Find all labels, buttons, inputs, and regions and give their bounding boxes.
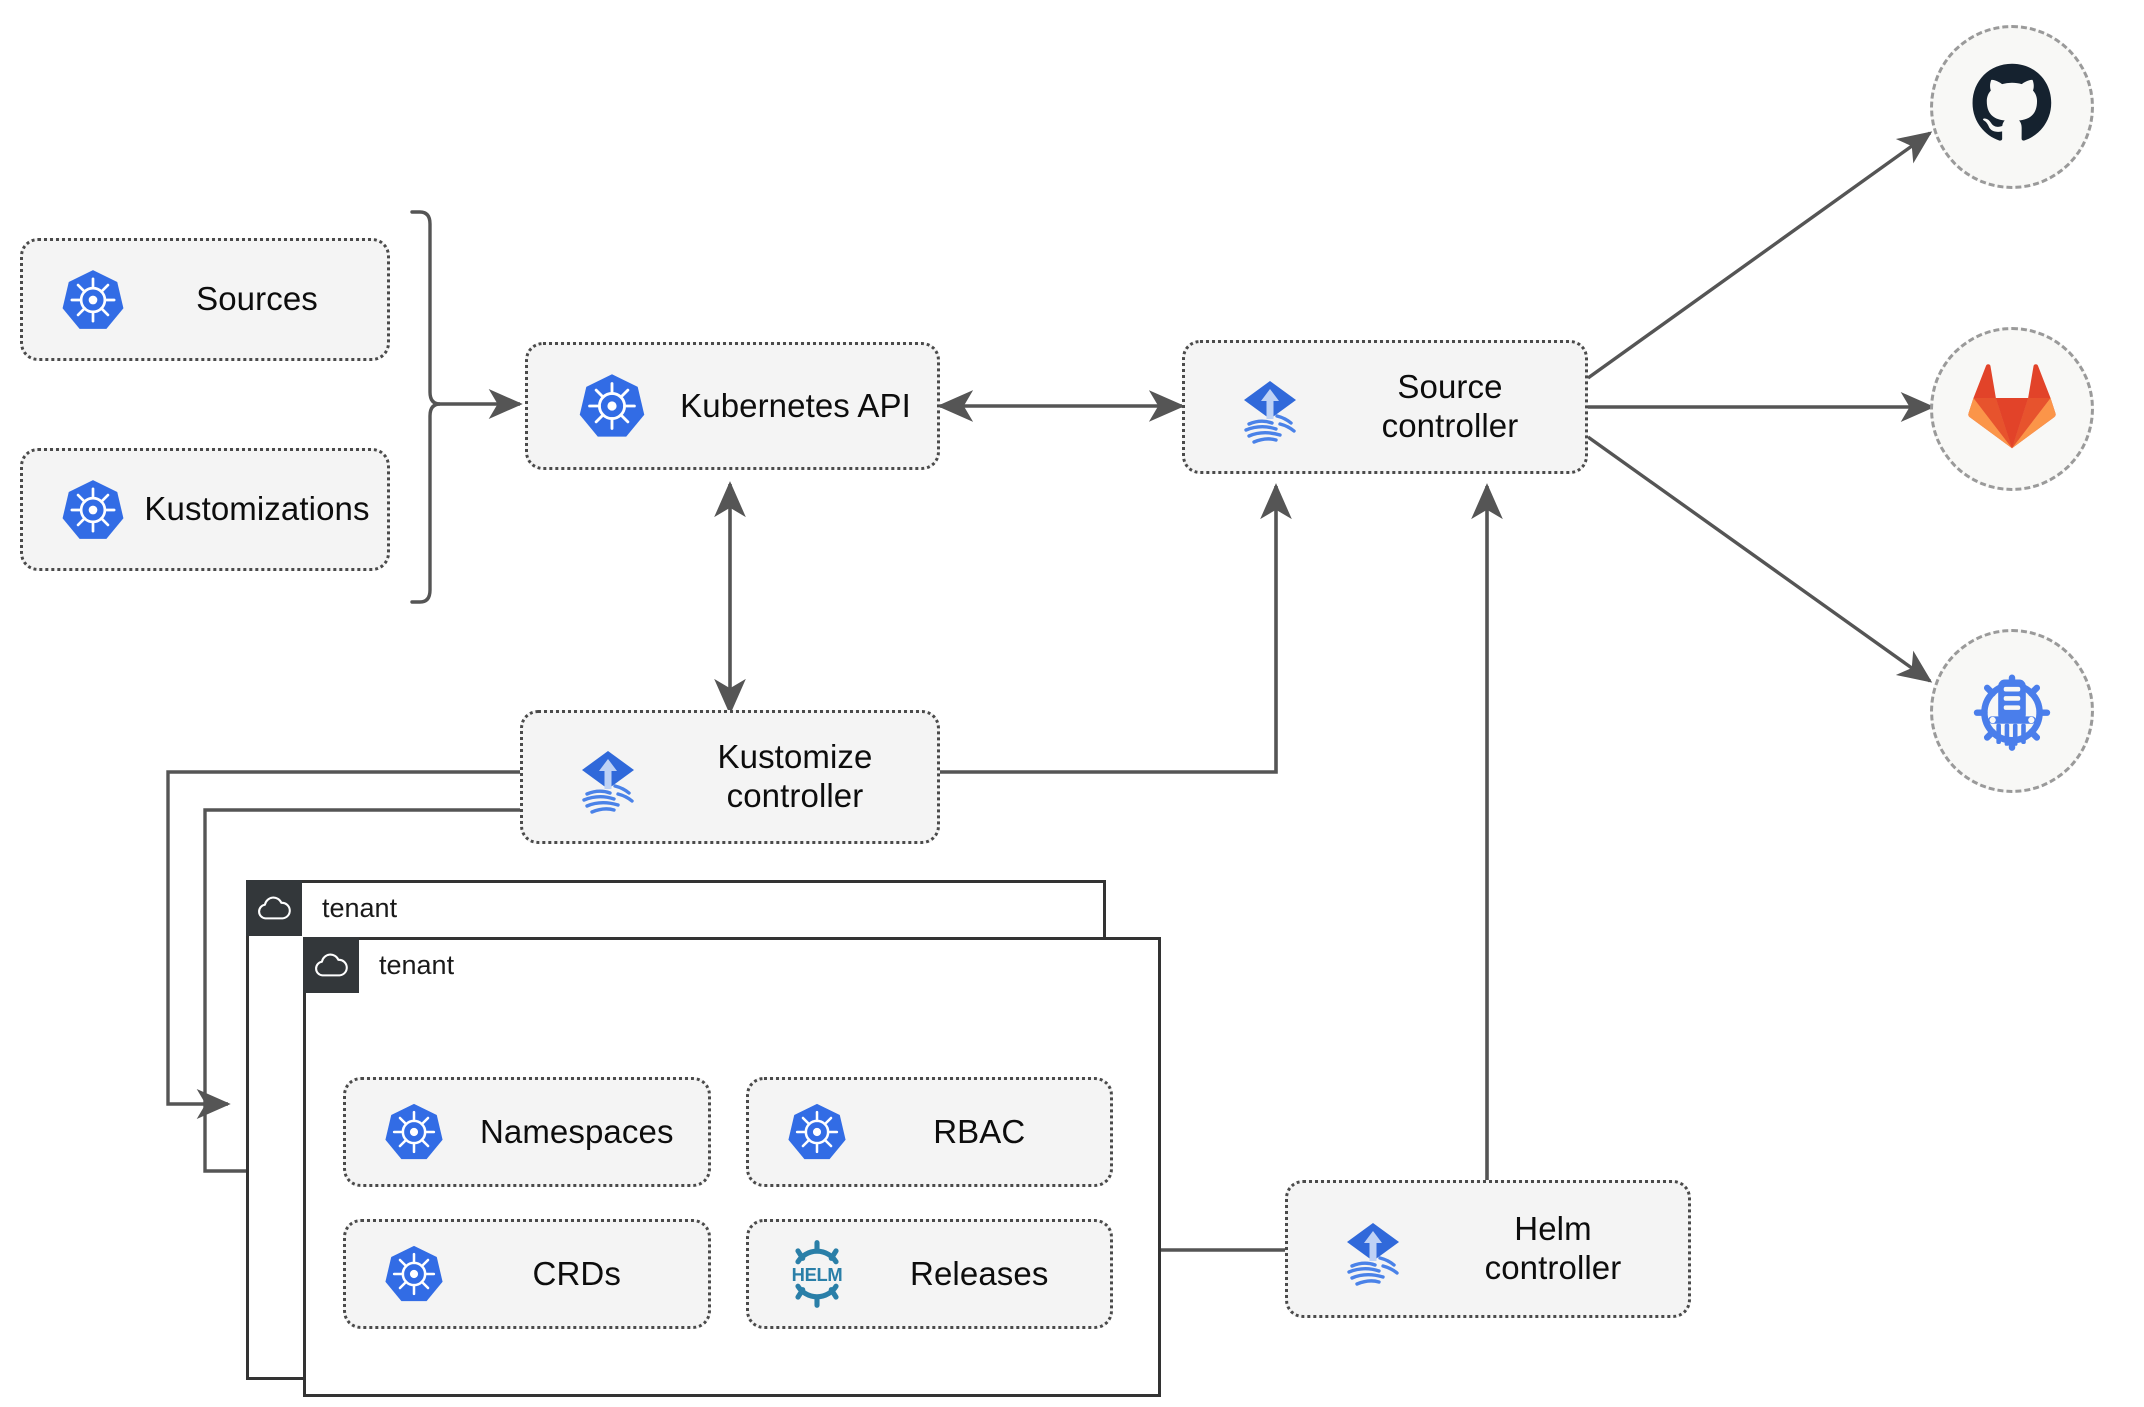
node-label: RBAC [933,1112,1026,1150]
provider-gitlab[interactable] [1930,327,2094,491]
flux-icon [1185,367,1329,447]
tenant-tab: tenant [303,937,454,993]
node-label: Kubernetes API [680,386,911,424]
helm-repository-icon [1966,663,2058,760]
flux-icon [1288,1209,1432,1289]
cloud-icon [303,937,359,993]
node-label: Source controller [1381,368,1519,444]
tenant-resource-grid: Namespaces [343,1077,1113,1329]
svg-text:HELM: HELM [791,1264,842,1285]
flux-icon [523,737,667,817]
node-helm-controller[interactable]: Helm controller [1285,1180,1691,1318]
edge-kustomize-source [940,483,1292,774]
node-namespaces[interactable]: Namespaces [343,1077,711,1187]
tenant-label: tenant [379,949,455,980]
kubernetes-icon [528,371,668,441]
node-label: Helm controller [1484,1210,1622,1286]
node-label: Kustomizations [144,490,370,528]
node-label: Releases [910,1254,1049,1292]
node-label: CRDs [532,1254,621,1292]
edge-source-harbor [1587,435,1933,683]
node-sources[interactable]: Sources [20,238,390,361]
cloud-icon [246,880,302,936]
node-kustomize-controller[interactable]: Kustomize controller [520,710,940,844]
helm-icon: HELM [749,1240,863,1308]
tenant-tab: tenant [246,880,397,936]
edge-sources-bracket [410,210,523,604]
node-label: Namespaces [479,1112,674,1150]
node-label: Kustomize controller [717,738,873,814]
node-crds[interactable]: CRDs [343,1219,711,1329]
gitlab-icon [1966,363,2058,455]
provider-github[interactable] [1930,25,2094,189]
node-kustomizations[interactable]: Kustomizations [20,448,390,571]
tenant-container-2[interactable]: tenant [303,937,1161,1397]
kubernetes-icon [346,1243,460,1305]
kubernetes-icon [346,1101,460,1163]
tenant-label: tenant [322,892,398,923]
kubernetes-icon [23,267,141,333]
kubernetes-icon [749,1101,863,1163]
github-icon [1969,62,2055,153]
node-releases[interactable]: HELM Releases [745,1219,1113,1329]
node-rbac[interactable]: RBAC [745,1077,1113,1187]
edge-source-github [1587,131,1933,380]
provider-helm-repository[interactable] [1930,629,2094,793]
node-label: Sources [196,280,318,318]
node-kubernetes-api[interactable]: Kubernetes API [525,342,940,470]
node-source-controller[interactable]: Source controller [1182,340,1588,474]
kubernetes-icon [23,477,141,543]
